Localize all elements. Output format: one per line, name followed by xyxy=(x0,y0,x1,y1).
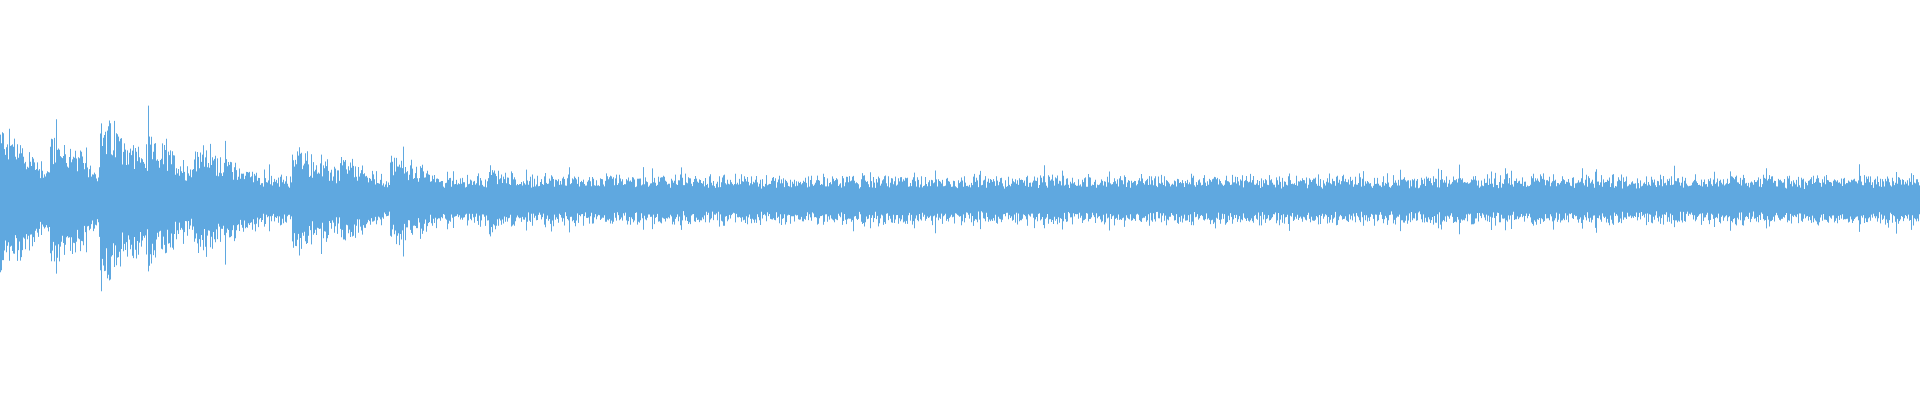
waveform-trace xyxy=(0,105,1920,292)
waveform-bars xyxy=(0,105,1920,292)
